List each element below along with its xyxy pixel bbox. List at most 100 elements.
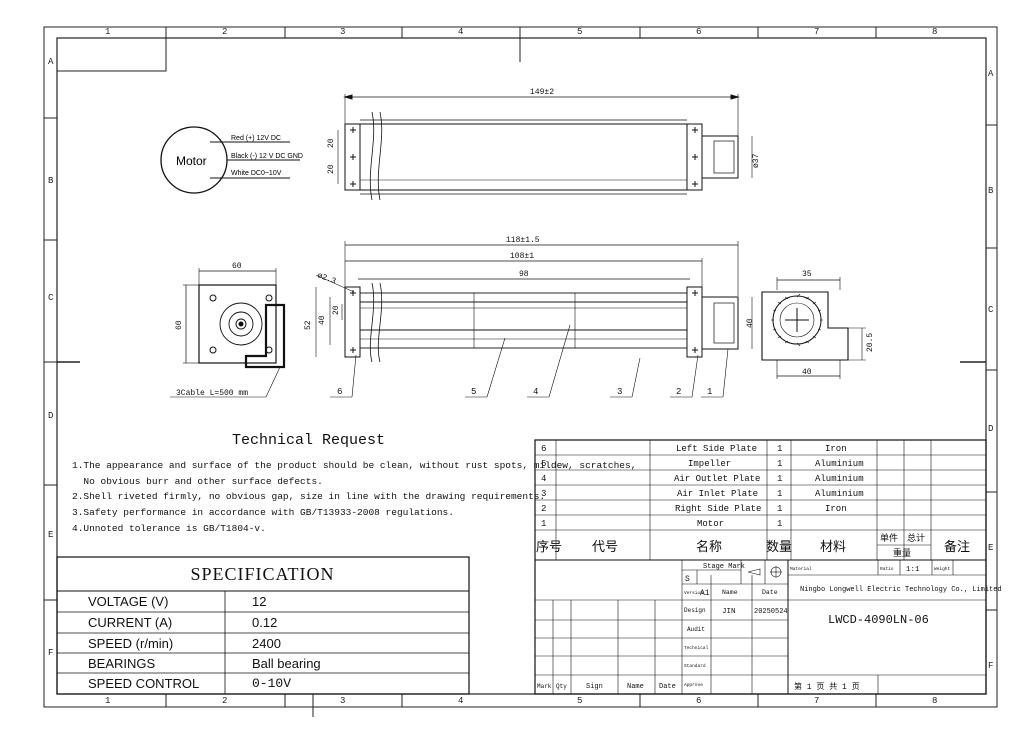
bom-mat: Aluminium — [815, 474, 864, 484]
right-view-dims: 35 40 20.5 — [802, 270, 875, 377]
specification-table: SPECIFICATION VOLTAGE (V) 12 CURRENT (A)… — [56, 557, 469, 691]
bom-no: 1 — [541, 519, 546, 529]
tb-sign: Sign — [586, 683, 603, 691]
bom-name: Impeller — [688, 459, 731, 469]
bom-mat: Iron — [825, 444, 847, 454]
row-label: E — [48, 530, 53, 540]
dim-60-w: 60 — [232, 262, 242, 271]
col-label: 6 — [696, 696, 701, 706]
tech-line: 1.The appearance and surface of the prod… — [72, 460, 637, 471]
balloon-5: 5 — [471, 387, 476, 397]
spec-key: SPEED CONTROL — [88, 676, 200, 691]
title-block: Stage Mark S Version A1 Name Date Design… — [537, 563, 1002, 692]
bom-mat: Iron — [825, 504, 847, 514]
bom-table — [534, 439, 987, 695]
spec-row: CURRENT (A) 0.12 — [56, 613, 469, 633]
col-label: 1 — [105, 27, 110, 37]
dim-20c: 20 — [332, 305, 341, 315]
dim-37: ø37 — [752, 153, 761, 168]
bom-no: 3 — [541, 489, 546, 499]
left-view-dims: 60 60 3Cable L=500 mm — [175, 262, 248, 398]
col-label: 4 — [458, 696, 463, 706]
col-label: 1 — [105, 696, 110, 706]
bom-no: 6 — [541, 444, 546, 454]
col-label: 4 — [458, 27, 463, 37]
top-view — [337, 94, 753, 201]
col-label: 6 — [696, 27, 701, 37]
tb-material: Material — [790, 566, 812, 572]
dim-149: 149±2 — [530, 88, 554, 97]
bom-header: 序号 代号 名称 数量 材料 单件 总计 重量 备注 — [536, 532, 970, 558]
frame-labels: 1 2 3 4 5 6 7 8 1 2 3 4 5 6 7 8 A B C D … — [48, 27, 994, 706]
dim-20-5: 20.5 — [866, 333, 875, 352]
tb-ratio-val: 1:1 — [906, 566, 920, 574]
spec-row: SPEED (r/min) 2400 — [56, 634, 469, 654]
dim-118: 118±1.5 — [506, 236, 540, 245]
bom-name: Air Inlet Plate — [677, 489, 758, 499]
row-label: D — [988, 424, 993, 434]
dim-60-h: 60 — [175, 320, 184, 330]
row-label: A — [48, 57, 54, 67]
spec-title: SPECIFICATION — [190, 564, 335, 584]
col-label: 5 — [577, 27, 582, 37]
bom-name: Left Side Plate — [676, 444, 757, 454]
wire-black: Black (-) 12 V DC GND — [231, 153, 303, 160]
dim-108: 108±1 — [510, 252, 534, 261]
row-label: A — [988, 69, 994, 79]
dim-40: 40 — [318, 315, 327, 325]
row-label: E — [988, 543, 993, 553]
balloon-4: 4 — [533, 387, 538, 397]
row-label: F — [988, 661, 993, 671]
right-end-view — [761, 277, 866, 379]
tb-approve: Approve — [684, 682, 703, 688]
tb-mark: Mark — [537, 683, 552, 690]
balloon-6: 6 — [337, 387, 342, 397]
motor-wiring: Motor Red (+) 12V DC Black (-) 12 V DC G… — [160, 126, 303, 194]
part-leaders — [330, 324, 729, 398]
cable-note: 3Cable L=500 mm — [176, 389, 248, 398]
spec-value: 2400 — [252, 636, 281, 651]
row-label: C — [988, 305, 994, 315]
col-label: 7 — [814, 696, 819, 706]
bom-qty: 1 — [777, 474, 782, 484]
tb-qty: Qty — [556, 683, 567, 690]
dim-40-right: 40 — [746, 318, 755, 328]
tb-weight: Weight — [934, 566, 951, 572]
tb-design: Design — [684, 607, 706, 614]
tech-line: No obvious burr and other surface defect… — [72, 476, 323, 487]
bom-h-no: 序号 — [536, 539, 562, 554]
motor-label: Motor — [176, 154, 207, 168]
spec-value: 0-10V — [252, 676, 292, 691]
dim-20b: 20 — [327, 164, 336, 174]
tb-version: Version — [684, 590, 703, 596]
bom-qty: 1 — [777, 504, 782, 514]
tb-name: Name — [627, 683, 644, 691]
bom-no: 4 — [541, 474, 546, 484]
bom-h-remark: 备注 — [944, 539, 970, 554]
spec-value: 12 — [252, 594, 267, 609]
bom-h-unit: 单件 — [880, 532, 898, 543]
tb-design-name: JIN — [722, 608, 736, 616]
spec-key: SPEED (r/min) — [88, 636, 174, 651]
tb-drawing-no: LWCD-4090LN-06 — [828, 613, 929, 627]
row-label: C — [48, 293, 54, 303]
dim-2-3: ø2.3 — [316, 271, 337, 286]
spec-key: BEARINGS — [88, 656, 156, 671]
spec-row: VOLTAGE (V) 12 — [56, 592, 469, 612]
col-label: 3 — [340, 696, 345, 706]
bom-no: 2 — [541, 504, 546, 514]
dim-52: 52 — [304, 320, 313, 330]
col-label: 8 — [932, 696, 937, 706]
spec-key: CURRENT (A) — [88, 615, 173, 630]
col-label: 7 — [814, 27, 819, 37]
row-label: B — [48, 176, 54, 186]
bom-h-total: 总计 — [907, 532, 925, 543]
bom-name: Motor — [697, 519, 724, 529]
col-label: 5 — [577, 696, 582, 706]
wire-red: Red (+) 12V DC — [231, 135, 281, 142]
row-label: F — [48, 648, 53, 658]
col-label: 2 — [222, 696, 227, 706]
spec-value: Ball bearing — [252, 656, 321, 671]
bom-h-mat: 材料 — [820, 539, 846, 554]
bom-mat: Aluminium — [815, 459, 864, 469]
